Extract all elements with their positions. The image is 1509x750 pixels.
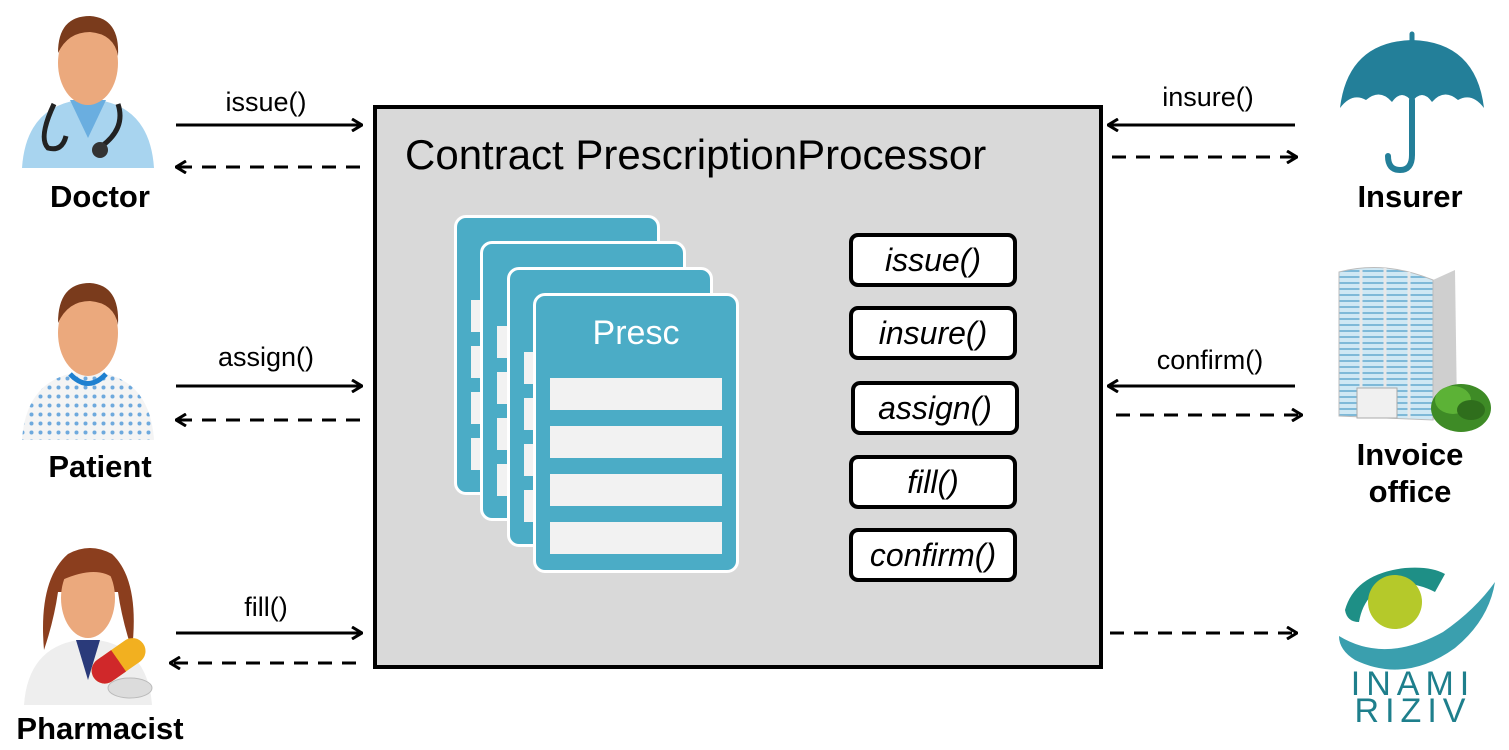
contract-title: Contract PrescriptionProcessor (405, 131, 987, 178)
method-assign: assign() (851, 381, 1019, 435)
patient-icon (22, 283, 154, 440)
actor-label-invoice-office: Invoice office (1330, 436, 1490, 510)
logo-text-riziv: RIZIV (1355, 692, 1472, 730)
logo-text-inami: INAMI (1351, 665, 1475, 703)
record-row (550, 378, 722, 410)
actor-label-invoice-office-line2: office (1368, 474, 1452, 510)
method-issue: issue() (849, 233, 1017, 287)
actor-label-invoice-office-line1: Invoice (1356, 437, 1464, 472)
building-icon (1338, 267, 1491, 432)
pharmacist-icon (24, 548, 153, 705)
message-label-fill: fill() (244, 592, 288, 622)
umbrella-icon (1340, 31, 1484, 174)
message-label-issue: issue() (225, 87, 307, 117)
message-label-assign: assign() (217, 342, 315, 372)
method-fill: fill() (849, 455, 1017, 509)
contract-box: Contract PrescriptionProcessor Presc iss… (373, 105, 1103, 669)
actor-label-doctor: Doctor (50, 179, 150, 214)
message-label-confirm: confirm() (1156, 345, 1264, 375)
actor-label-insurer: Insurer (1357, 179, 1463, 214)
actor-label-patient: Patient (48, 449, 152, 484)
method-confirm: confirm() (849, 528, 1017, 582)
doctor-icon (22, 16, 154, 168)
inami-riziv-logo: INAMI RIZIV (1339, 567, 1495, 730)
message-label-insure: insure() (1162, 82, 1254, 112)
record-row (550, 426, 722, 458)
record-title: Presc (592, 314, 680, 352)
actor-label-pharmacist: Pharmacist (16, 711, 184, 746)
prescription-record-front: Presc (533, 293, 739, 573)
method-insure: insure() (849, 306, 1017, 360)
record-row (550, 474, 722, 506)
record-row (550, 522, 722, 554)
